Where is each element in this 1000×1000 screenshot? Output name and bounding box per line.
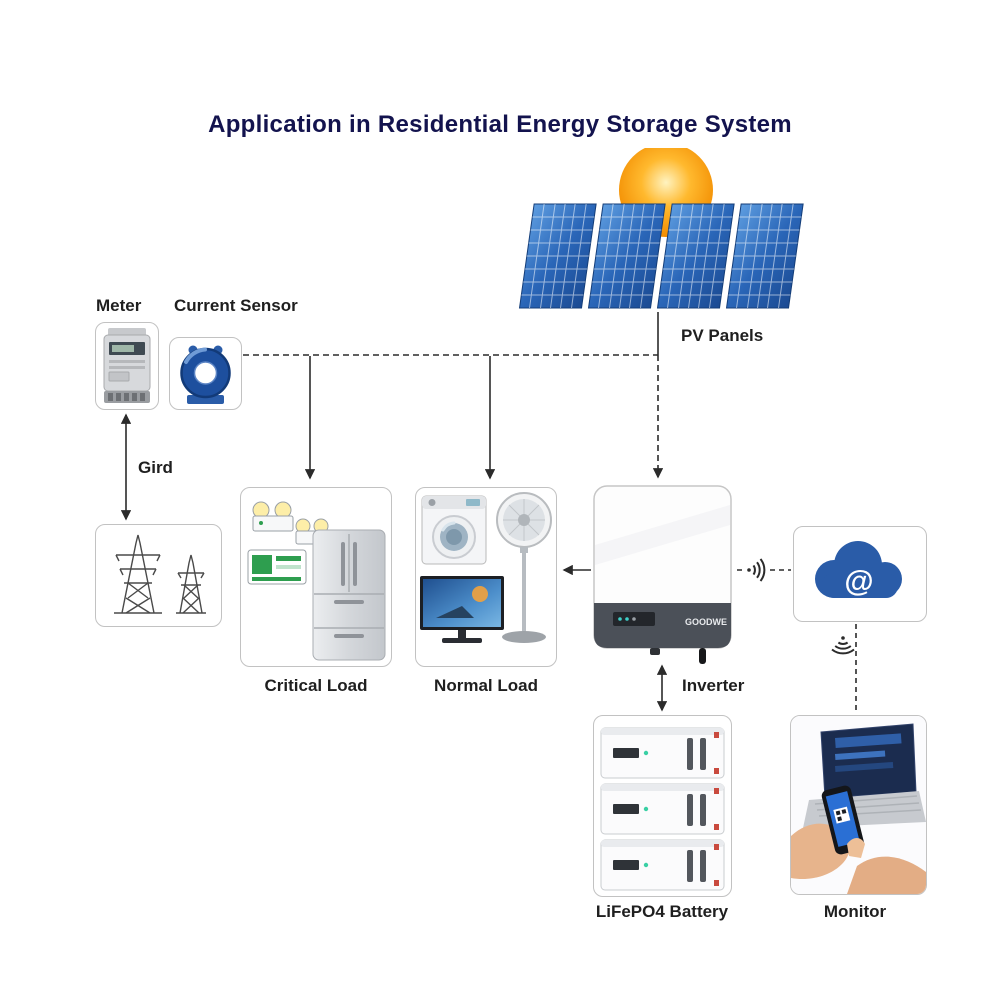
at-symbol: @ bbox=[844, 565, 873, 598]
inverter-label: Inverter bbox=[682, 676, 745, 695]
diagram-title: Application in Residential Energy Storag… bbox=[208, 111, 792, 138]
critical-load-label: Critical Load bbox=[264, 676, 368, 695]
transmission-towers-icon bbox=[114, 534, 206, 614]
battery-node bbox=[593, 715, 732, 897]
inverter-node: GOODWE bbox=[593, 485, 732, 675]
meter-label: Meter bbox=[96, 296, 142, 315]
wifi-signal-icon bbox=[831, 636, 855, 655]
meter-node bbox=[95, 322, 159, 410]
wifi-signal-icon bbox=[747, 558, 766, 582]
grid-node bbox=[95, 524, 222, 627]
battery-label: LiFePO4 Battery bbox=[595, 902, 729, 921]
hybrid-inverter-icon: GOODWE bbox=[593, 485, 732, 664]
laptop-phone-monitoring-icon bbox=[791, 716, 926, 894]
cloud-icon: @ bbox=[815, 541, 902, 598]
grid-label: Gird bbox=[138, 458, 173, 477]
monitor-node bbox=[790, 715, 927, 895]
critical-load-node bbox=[240, 487, 392, 667]
inverter-brand: GOODWE bbox=[685, 617, 727, 627]
monitor-label: Monitor bbox=[823, 902, 887, 921]
current-sensor-node bbox=[169, 337, 242, 410]
energy-meter-icon bbox=[103, 328, 151, 403]
cloud-node: @ bbox=[793, 526, 927, 622]
emergency-light-fridge-icon bbox=[247, 501, 386, 661]
battery-stack-icon bbox=[600, 727, 725, 891]
normal-load-label: Normal Load bbox=[434, 676, 538, 695]
current-sensor-label: Current Sensor bbox=[174, 296, 298, 315]
solar-panels-sun-icon bbox=[518, 148, 804, 309]
pv-panels-label: PV Panels bbox=[681, 326, 764, 345]
pv-panels-node bbox=[518, 148, 810, 320]
normal-load-node bbox=[415, 487, 557, 667]
current-transformer-icon bbox=[180, 345, 231, 404]
washer-fan-tv-icon bbox=[420, 492, 552, 643]
